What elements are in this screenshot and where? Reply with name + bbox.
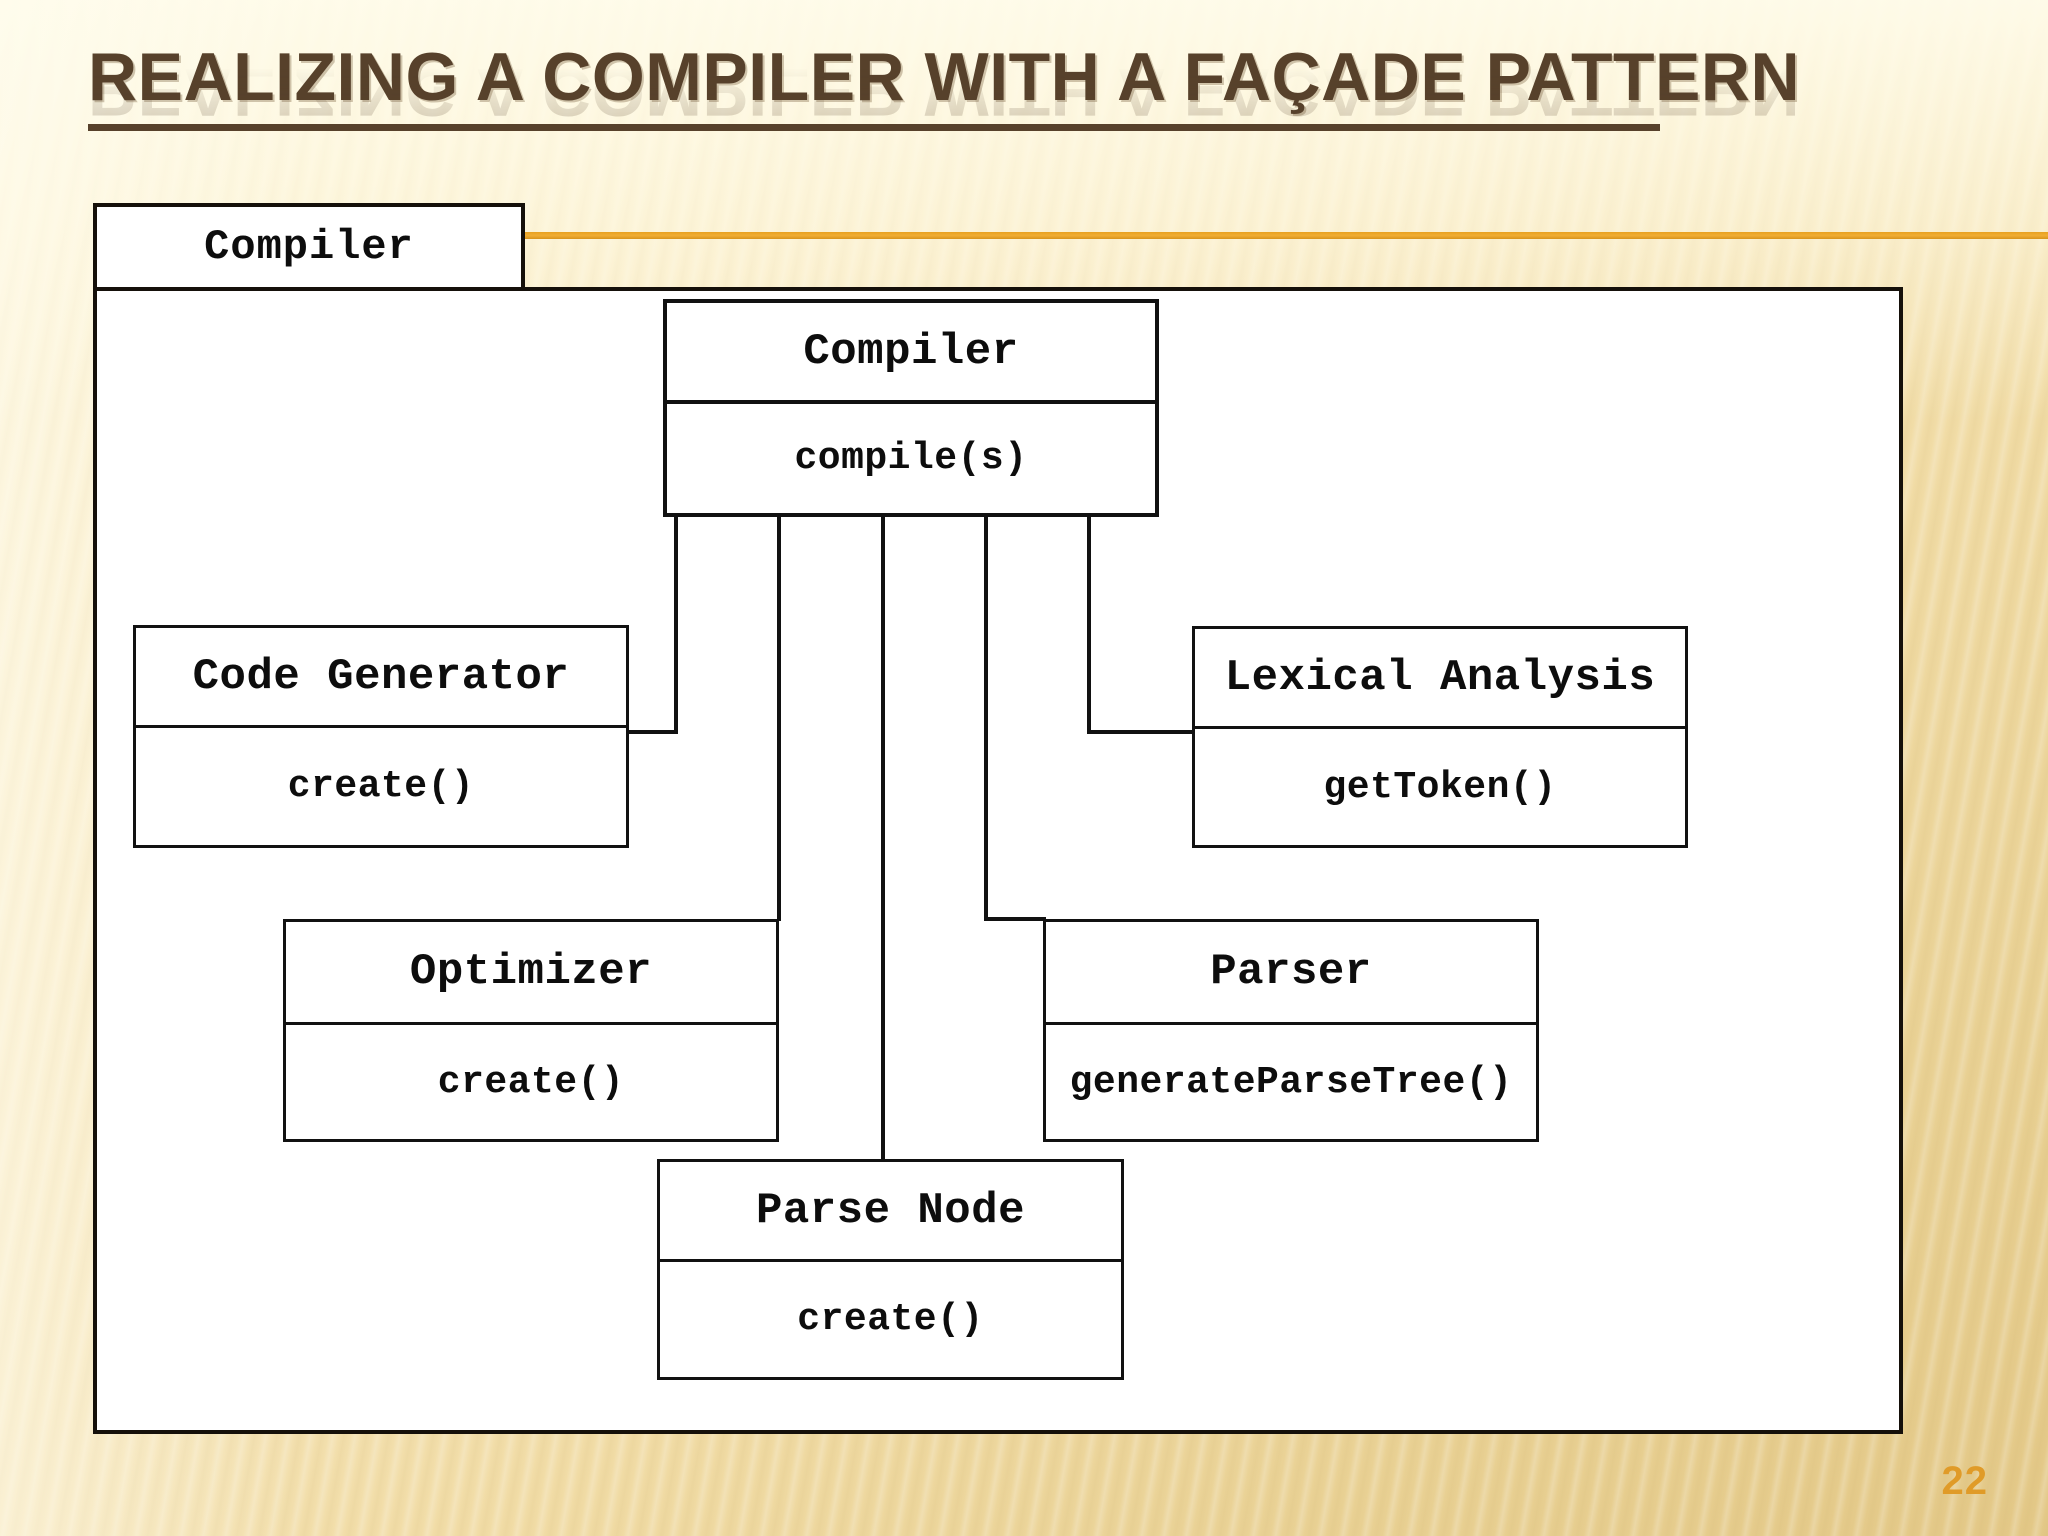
connector-compiler-code-generator-vertical [674,517,678,734]
uml-class-lexical-analysis[interactable]: Lexical Analysis getToken() [1192,626,1688,848]
uml-class-operations-lexical-analysis: getToken() [1323,765,1557,809]
slide-title: REALIZING A COMPILER WITH A FAÇADE PATTE… [88,39,1801,115]
uml-class-operations-compiler: compile(s) [794,437,1028,480]
connector-compiler-parser-horizontal [984,917,1046,921]
uml-class-compiler[interactable]: Compiler compile(s) [663,299,1159,517]
uml-class-code-generator[interactable]: Code Generator create() [133,625,629,848]
uml-class-name-optimizer: Optimizer [286,922,776,1025]
slide-page-number: 22 [1941,1459,1988,1503]
uml-class-parse-node[interactable]: Parse Node create() [657,1159,1124,1380]
connector-compiler-lexical-vertical [1087,517,1091,734]
slide-title-block: REALIZING A COMPILER WITH A FAÇADE PATTE… [88,38,1878,188]
connector-compiler-code-generator-horizontal [629,730,678,734]
uml-class-name-lexical-analysis: Lexical Analysis [1195,629,1685,729]
uml-class-operations-parse-node: create() [797,1298,984,1341]
connector-compiler-parse-node-vertical [881,517,885,1161]
uml-class-name-parse-node: Parse Node [660,1162,1121,1262]
connector-compiler-parser-vertical [984,517,988,921]
connector-compiler-optimizer-vertical [777,517,781,921]
uml-class-optimizer[interactable]: Optimizer create() [283,919,779,1142]
uml-class-operations-code-generator: create() [287,765,475,808]
uml-class-name-parser: Parser [1046,922,1536,1025]
uml-class-name-compiler: Compiler [667,303,1155,404]
accent-rule [525,232,2048,239]
uml-class-operations-optimizer: create() [437,1060,625,1104]
package-tab-label: Compiler [204,223,414,271]
slide-title-underline [88,124,1660,131]
uml-class-parser[interactable]: Parser generateParseTree() [1043,919,1539,1142]
connector-compiler-lexical-horizontal [1087,730,1195,734]
uml-class-name-code-generator: Code Generator [136,628,626,728]
package-tab-compiler: Compiler [93,203,525,291]
uml-class-operations-parser: generateParseTree() [1069,1060,1513,1104]
